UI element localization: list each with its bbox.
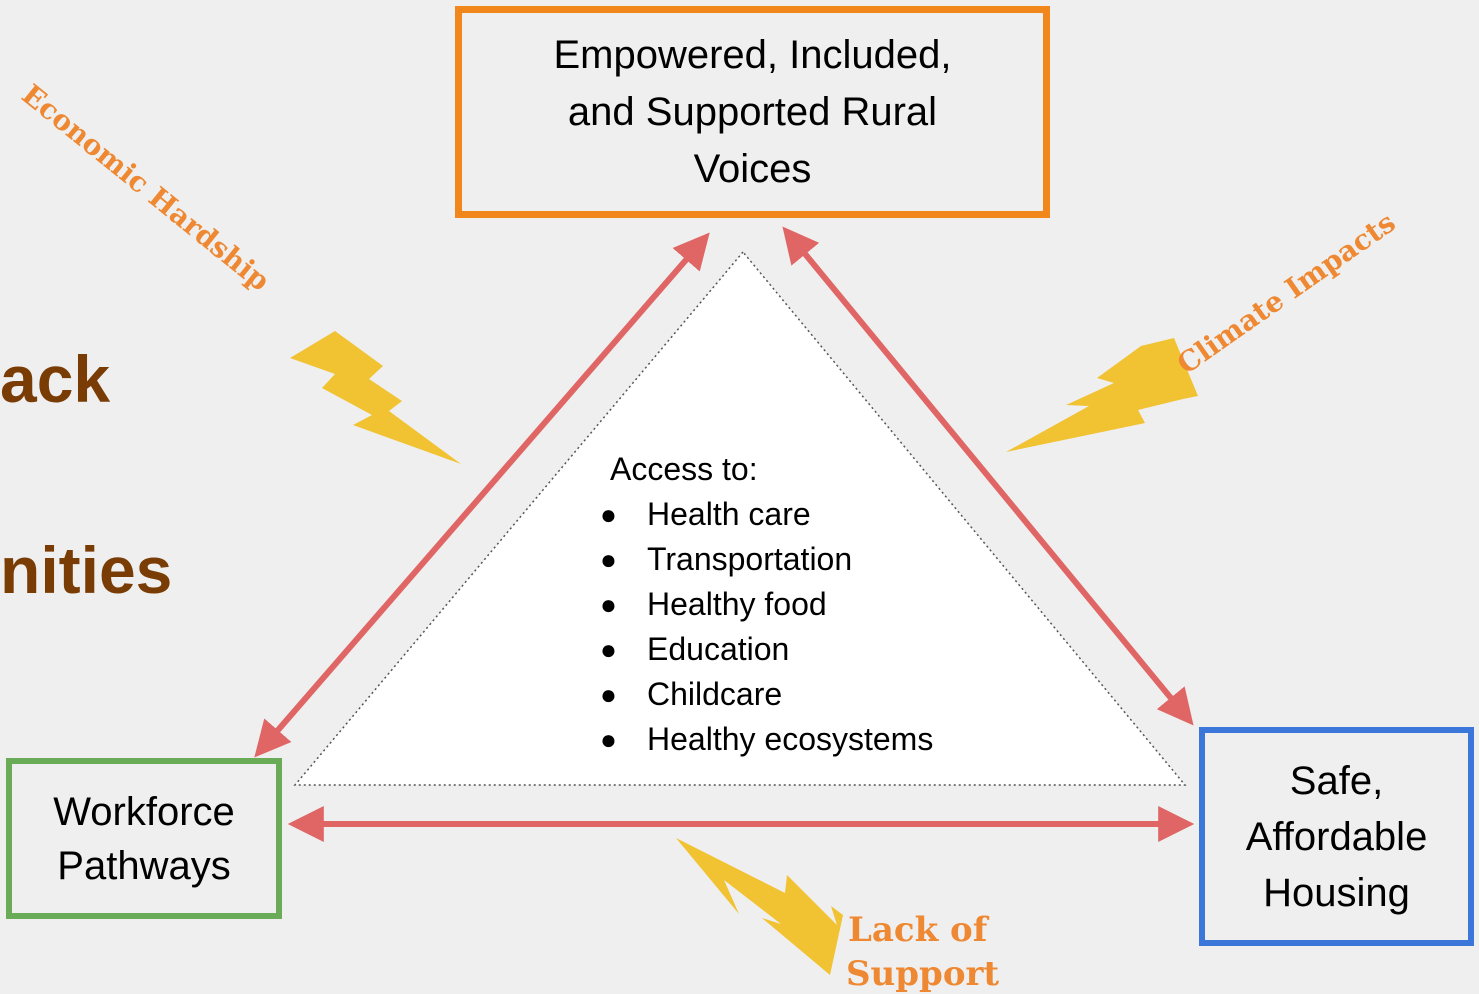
arrow-top-right	[782, 226, 1194, 726]
workforce-pathways-box: Workforce Pathways	[6, 758, 282, 919]
access-item-transportation: Transportation	[600, 537, 933, 582]
access-item-health-care: Health care	[600, 492, 933, 537]
access-item-healthy-ecosystems: Healthy ecosystems	[600, 717, 933, 762]
rural-voices-box: Empowered, Included, and Supported Rural…	[455, 6, 1050, 218]
affordable-housing-box: Safe, Affordable Housing	[1199, 727, 1474, 946]
access-item-childcare: Childcare	[600, 672, 933, 717]
lack-of-support-label-line-1: Lack of	[848, 910, 990, 950]
access-title: Access to:	[610, 451, 758, 487]
access-list: Health care Transportation Healthy food …	[600, 492, 933, 762]
partial-heading-line-1: ack	[0, 342, 111, 416]
lightning-economic-icon	[290, 331, 461, 464]
economic-hardship-label: Economic Hardship	[16, 78, 276, 298]
workforce-pathways-label: Workforce Pathways	[53, 789, 235, 888]
partial-heading-line-2: nities	[0, 533, 173, 607]
rural-voices-label: Empowered, Included, and Supported Rural…	[553, 32, 952, 191]
lightning-climate-icon	[1006, 338, 1198, 452]
affordable-housing-label: Safe, Affordable Housing	[1245, 758, 1428, 915]
lightning-support-icon	[676, 838, 843, 975]
access-item-education: Education	[600, 627, 933, 672]
climate-impacts-label: Climate Impacts	[1171, 206, 1401, 381]
lack-of-support-label-line-2: Support	[846, 954, 999, 994]
arrow-top-left	[254, 232, 710, 758]
access-item-healthy-food: Healthy food	[600, 582, 933, 627]
